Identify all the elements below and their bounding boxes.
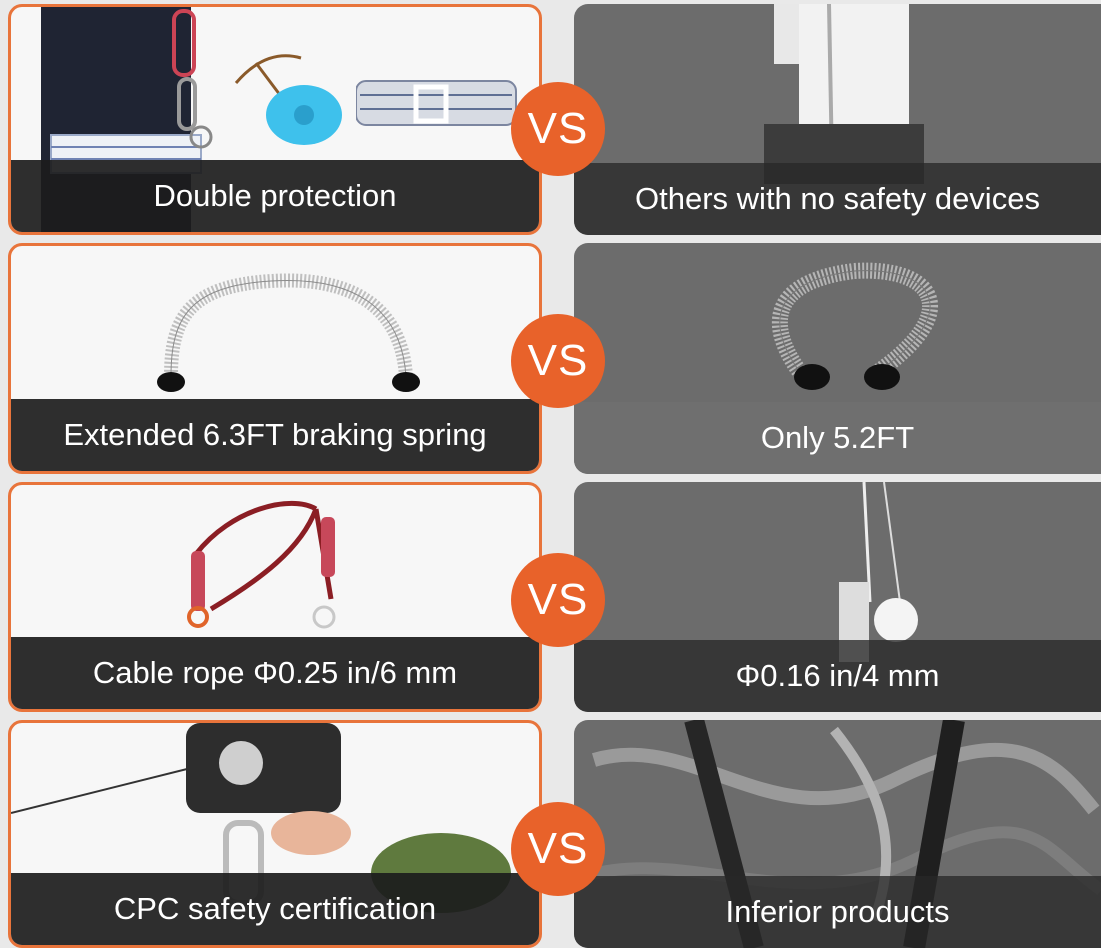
caption-inferior: Inferior products: [574, 876, 1101, 948]
right-panel-thin-rope: Φ0.16 in/4 mm: [574, 482, 1101, 712]
caption-cable-rope: Cable rope Φ0.25 in/6 mm: [11, 637, 539, 709]
right-panel-inferior: Inferior products: [574, 720, 1101, 948]
swing-seat-icon: [234, 54, 342, 145]
lanyard-rope-icon: [187, 500, 336, 629]
right-panel-short-spring: Only 5.2FT: [574, 243, 1101, 474]
caption-double-protection: Double protection: [11, 160, 539, 232]
vs-badge: VS: [511, 314, 605, 408]
left-panel-cpc-cert: CPC safety certification: [8, 720, 542, 948]
comparison-row-1: Double protection Others with no safety …: [0, 4, 1101, 235]
caption-cpc-cert: CPC safety certification: [11, 873, 539, 945]
short-spring-icon: [771, 262, 938, 390]
left-panel-double-protection: Double protection: [8, 4, 542, 235]
right-panel-no-safety: Others with no safety devices: [574, 4, 1101, 235]
left-panel-cable-rope: Cable rope Φ0.25 in/6 mm: [8, 482, 542, 712]
left-panel-braking-spring: Extended 6.3FT braking spring: [8, 243, 542, 474]
comparison-row-4: CPC safety certification Inferior produc…: [0, 720, 1101, 948]
comparison-row-3: Cable rope Φ0.25 in/6 mm Φ0.16 in/4 mm V…: [0, 482, 1101, 712]
caption-only-short: Only 5.2FT: [574, 402, 1101, 474]
vs-badge: VS: [511, 553, 605, 647]
caption-extended-spring: Extended 6.3FT braking spring: [11, 399, 539, 471]
comparison-row-2: Extended 6.3FT braking spring Only 5.2FT…: [0, 243, 1101, 474]
vs-badge: VS: [511, 82, 605, 176]
spring-icon: [157, 273, 420, 392]
belt-icon: [356, 80, 517, 126]
caption-others-no-safety: Others with no safety devices: [574, 163, 1101, 235]
vs-badge: VS: [511, 802, 605, 896]
caption-thin-rope: Φ0.16 in/4 mm: [574, 640, 1101, 712]
